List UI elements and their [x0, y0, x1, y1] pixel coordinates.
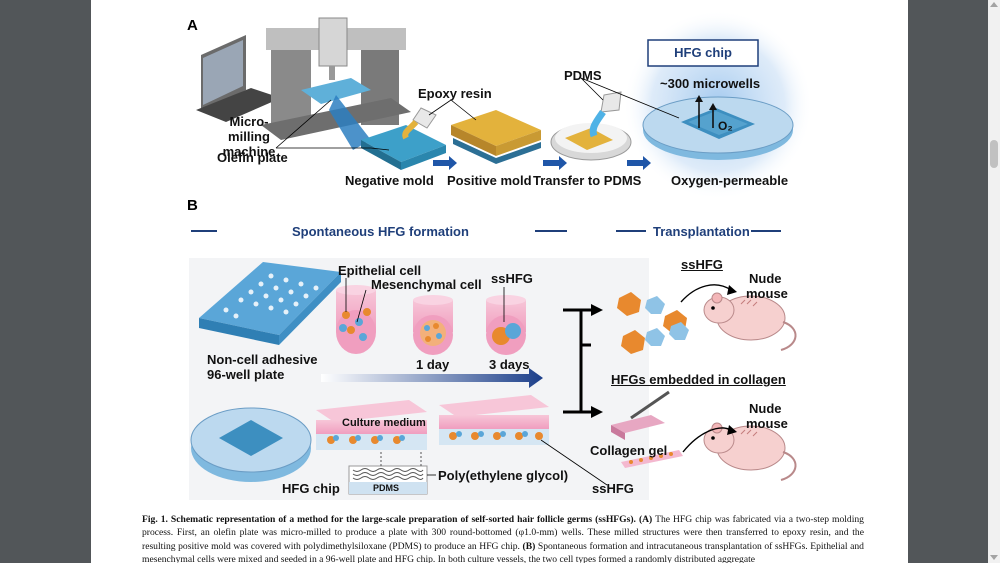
- plate-label-line1: Non-cell adhesive: [207, 352, 318, 367]
- caption-a-ref: (A): [638, 514, 653, 525]
- sshfg-aggregates: [617, 292, 689, 354]
- header-formation: Spontaneous HFG formation: [292, 224, 469, 239]
- well-day3: [486, 295, 526, 355]
- pdms-inset-label: PDMS: [373, 483, 400, 493]
- step-negative: Negative mold: [345, 173, 434, 188]
- sshfg-top-label: ssHFG: [491, 271, 533, 286]
- olefin-label: Olefin plate: [217, 150, 288, 165]
- well-day0: [336, 285, 376, 354]
- epoxy-pour: [402, 107, 437, 140]
- caption-title: Schematic representation of a method for…: [170, 514, 636, 525]
- step-transfer: Transfer to PDMS: [533, 173, 642, 188]
- mesenchymal-label: Mesenchymal cell: [371, 277, 482, 292]
- scroll-up-arrow-icon[interactable]: [990, 2, 998, 7]
- hfg-chip-3d: [642, 95, 794, 160]
- header-transplantation: Transplantation: [653, 224, 750, 239]
- plate-label-line2: 96-well plate: [207, 367, 285, 382]
- paper-page: A Micro-milling machine Olefin plate Epo…: [91, 0, 908, 563]
- well-plate-96: [199, 262, 341, 345]
- well-day1: [413, 295, 453, 355]
- nude-mouse-top-line1: Nude: [749, 271, 782, 286]
- caption-text-a: The HFG chip was fabricated via a two-st…: [142, 514, 864, 552]
- collagen-gel: [611, 390, 683, 468]
- hfg-chip-title-box: [647, 39, 759, 67]
- caption-fig-label: Fig. 1.: [142, 514, 168, 525]
- caption-b-ref: (B): [522, 540, 536, 552]
- scroll-thumb[interactable]: [990, 140, 998, 168]
- collagen-label: Collagen gel: [590, 443, 668, 458]
- day1-label: 1 day: [416, 357, 450, 372]
- nude-mouse-top: [703, 292, 797, 351]
- negative-mold: [361, 125, 446, 170]
- step-oxygen: Oxygen-permeable: [671, 173, 789, 188]
- machine-label: Micro-milling machine: [222, 114, 276, 159]
- nude-mouse-bottom-line2: mouse: [746, 416, 788, 431]
- sshfg-bottom-label: ssHFG: [592, 481, 634, 496]
- caption-text-b: Spontaneous formation and intracutaneous…: [142, 540, 864, 563]
- positive-mold: [451, 110, 541, 164]
- epithelial-label: Epithelial cell: [338, 263, 422, 278]
- hfg-chip-bottom: [190, 407, 312, 482]
- panel-b-letter: B: [187, 197, 198, 214]
- nude-mouse-bottom-line1: Nude: [749, 401, 782, 416]
- figure-illustration: [189, 10, 813, 500]
- micro-milling-machine: [196, 17, 411, 150]
- embedded-label: HFGs embedded in collagen: [611, 372, 786, 387]
- cross-section-2: [439, 395, 549, 445]
- cross-section-1: [316, 400, 427, 450]
- pdms-dish: [550, 91, 632, 161]
- step-positive: Positive mold: [447, 173, 532, 188]
- chip-title: HFG chip: [674, 45, 732, 60]
- microwells-label: ~300 microwells: [660, 76, 761, 91]
- figure-caption: Fig. 1. Schematic representation of a me…: [142, 513, 864, 563]
- pdms-label-a: PDMS: [564, 68, 602, 83]
- nude-mouse-bottom: [703, 422, 797, 481]
- hfg-chip-label: HFG chip: [282, 481, 340, 496]
- day3-label: 3 days: [489, 357, 530, 372]
- o2-label: O₂: [718, 119, 733, 133]
- scroll-down-arrow-icon[interactable]: [990, 555, 998, 560]
- epoxy-label: Epoxy resin: [418, 86, 492, 101]
- branch-arrows: [563, 308, 591, 414]
- vertical-scrollbar[interactable]: [988, 0, 1000, 563]
- sshfg-right-label: ssHFG: [681, 257, 723, 272]
- time-arrow: [321, 368, 543, 388]
- nude-mouse-top-line2: mouse: [746, 286, 788, 301]
- culture-medium-label: Culture medium: [342, 417, 426, 429]
- peg-label: Poly(ethylene glycol): [438, 468, 569, 483]
- panel-a-letter: A: [187, 17, 198, 34]
